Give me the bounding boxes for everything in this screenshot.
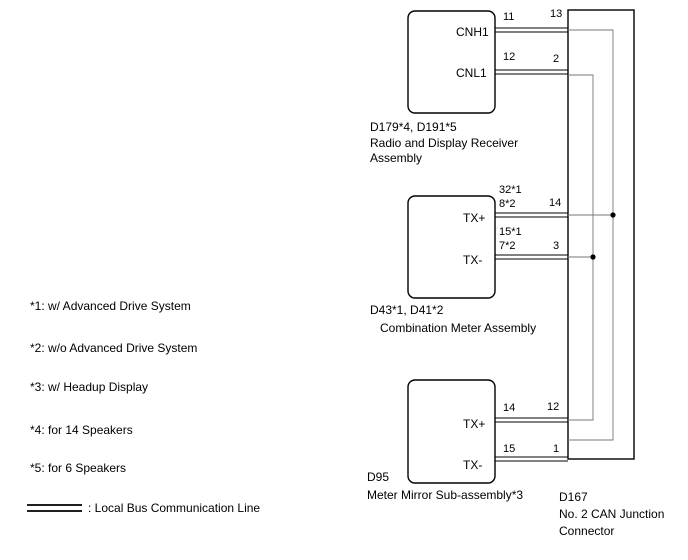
- meter-bus-high: [495, 212, 568, 218]
- connector-pin-2: 2: [553, 53, 559, 65]
- connector-pin-13: 13: [550, 8, 562, 20]
- radio-pin-label-cnh1: CNH1: [456, 25, 489, 39]
- radio-pin-label-cnl1: CNL1: [456, 66, 487, 80]
- radio-module-name-line1: Radio and Display Receiver: [370, 136, 518, 150]
- connector-pin-3: 3: [553, 240, 559, 252]
- mirror-pin-label-txminus: TX-: [463, 458, 482, 472]
- footnote-3: *3: w/ Headup Display: [30, 380, 148, 394]
- connector-pin-1: 1: [553, 443, 559, 455]
- mirror-pin-num-txplus: 14: [503, 402, 515, 414]
- connector-name-line2: Connector: [559, 524, 614, 538]
- meter-pin-num-txplus-1: 32*1: [499, 184, 522, 196]
- radio-pin-num-cnl1: 12: [503, 51, 515, 63]
- meter-pin-num-txplus-2: 8*2: [499, 198, 516, 210]
- meter-pin-label-txminus: TX-: [463, 253, 482, 267]
- meter-pin-num-txminus-1: 15*1: [499, 226, 522, 238]
- mirror-pin-num-txminus: 15: [503, 443, 515, 455]
- radio-bus-low: [495, 69, 568, 75]
- legend-bus-line-symbol: [27, 504, 82, 512]
- can-junction-connector-box: [567, 9, 635, 460]
- mirror-module-name: Meter Mirror Sub-assembly*3: [367, 488, 523, 502]
- junction-dot-low: [590, 254, 596, 260]
- footnote-2: *2: w/o Advanced Drive System: [30, 341, 197, 355]
- radio-module-box: [407, 10, 496, 114]
- connector-name-line1: No. 2 CAN Junction: [559, 507, 664, 521]
- connector-pin-14: 14: [549, 197, 561, 209]
- meter-module-name: Combination Meter Assembly: [380, 321, 536, 335]
- radio-bus-high: [495, 27, 568, 33]
- footnote-5: *5: for 6 Speakers: [30, 461, 126, 475]
- mirror-bus-high: [495, 417, 568, 423]
- junction-dot-high: [610, 212, 616, 218]
- connector-code: D167: [559, 490, 588, 504]
- mirror-module-code: D95: [367, 470, 389, 484]
- connector-internal-wiring: [568, 29, 614, 441]
- legend-text: : Local Bus Communication Line: [88, 501, 260, 515]
- meter-pin-label-txplus: TX+: [463, 211, 485, 225]
- radio-module-name-line2: Assembly: [370, 151, 422, 165]
- radio-pin-num-cnh1: 11: [503, 11, 514, 23]
- mirror-bus-low: [495, 456, 568, 462]
- mirror-module-box: [407, 379, 496, 484]
- meter-module-code: D43*1, D41*2: [370, 303, 444, 317]
- radio-module-code: D179*4, D191*5: [370, 120, 457, 134]
- mirror-pin-label-txplus: TX+: [463, 417, 485, 431]
- footnote-4: *4: for 14 Speakers: [30, 423, 133, 437]
- meter-pin-num-txminus-2: 7*2: [499, 240, 516, 252]
- meter-module-box: [407, 195, 496, 299]
- connector-pin-12: 12: [547, 401, 559, 413]
- meter-bus-low: [495, 254, 568, 260]
- footnote-1: *1: w/ Advanced Drive System: [30, 299, 191, 313]
